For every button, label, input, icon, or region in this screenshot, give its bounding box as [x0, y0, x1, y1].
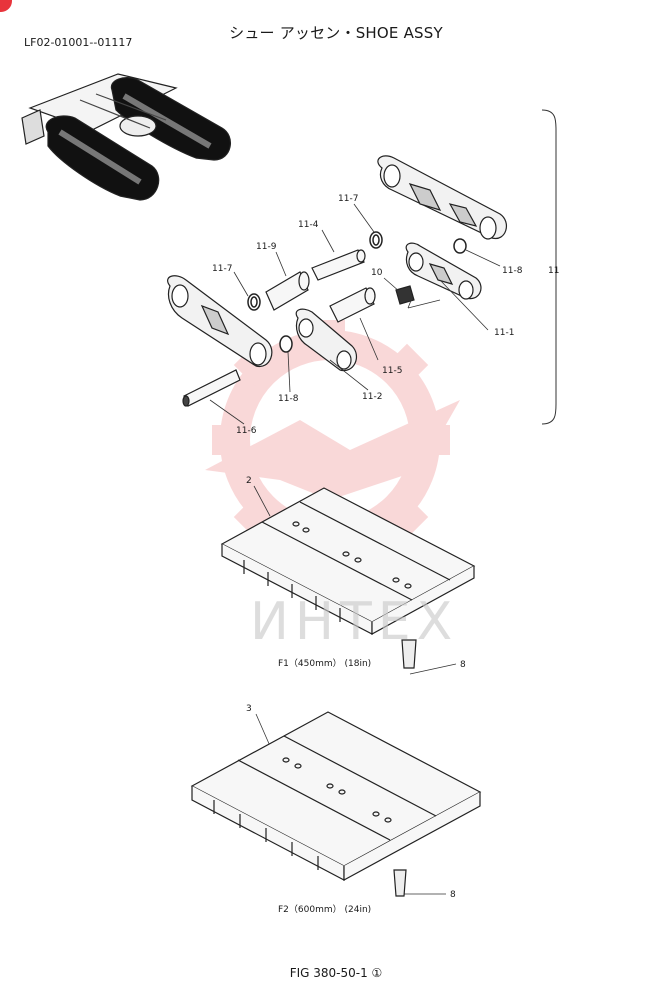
pin-11-6 — [182, 369, 241, 407]
callout-11-1: 11-1 — [494, 328, 515, 338]
leader-lines — [209, 203, 501, 895]
bushing-11-9 — [265, 271, 310, 311]
page-title: シュー アッセン・SHOE ASSY — [229, 24, 443, 42]
bushing-11-5 — [329, 287, 376, 323]
seal-11-7 — [247, 231, 383, 311]
callout-11-9: 11-9 — [256, 242, 277, 252]
link-11-1-lower — [167, 275, 273, 368]
callout-11-2: 11-2 — [362, 392, 383, 402]
shoe-size-f1: F1（450mm） (18in) — [278, 659, 372, 669]
pin-11-4 — [311, 249, 366, 281]
link-11-2-lower — [295, 308, 357, 372]
nut-10 — [395, 285, 415, 305]
watermark-text: ИНТЕХ — [250, 592, 459, 652]
callout-3: 3 — [246, 704, 252, 714]
callout-2: 2 — [246, 476, 252, 486]
callout-11-7-lower: 11-7 — [212, 264, 233, 274]
callout-11-6: 11-6 — [236, 426, 257, 436]
link-11-2-right — [405, 242, 482, 300]
callout-8-f1: 8 — [460, 660, 466, 670]
callout-11-8-lower: 11-8 — [278, 394, 299, 404]
callout-11-5: 11-5 — [382, 366, 403, 376]
track-shoe-f2 — [190, 711, 482, 897]
spacer-11-8 — [279, 238, 467, 353]
figure-reference: FIG 380-50-1 ① — [289, 966, 383, 980]
shoe-size-f2: F2（600mm） (24in) — [278, 905, 372, 915]
callout-11-8-upper: 11-8 — [502, 266, 523, 276]
excavator-thumbnail — [21, 73, 231, 201]
callout-8-f2: 8 — [450, 890, 456, 900]
callout-11-7-upper: 11-7 — [338, 194, 359, 204]
callout-10: 10 — [371, 268, 383, 278]
assembly-bracket — [541, 109, 557, 425]
callout-11-4: 11-4 — [298, 220, 319, 230]
link-11-1-upper — [377, 155, 508, 240]
track-shoe-f1 — [220, 487, 476, 669]
serial-range: LF02-01001--01117 — [24, 36, 133, 49]
callout-11: 11 — [548, 266, 560, 276]
